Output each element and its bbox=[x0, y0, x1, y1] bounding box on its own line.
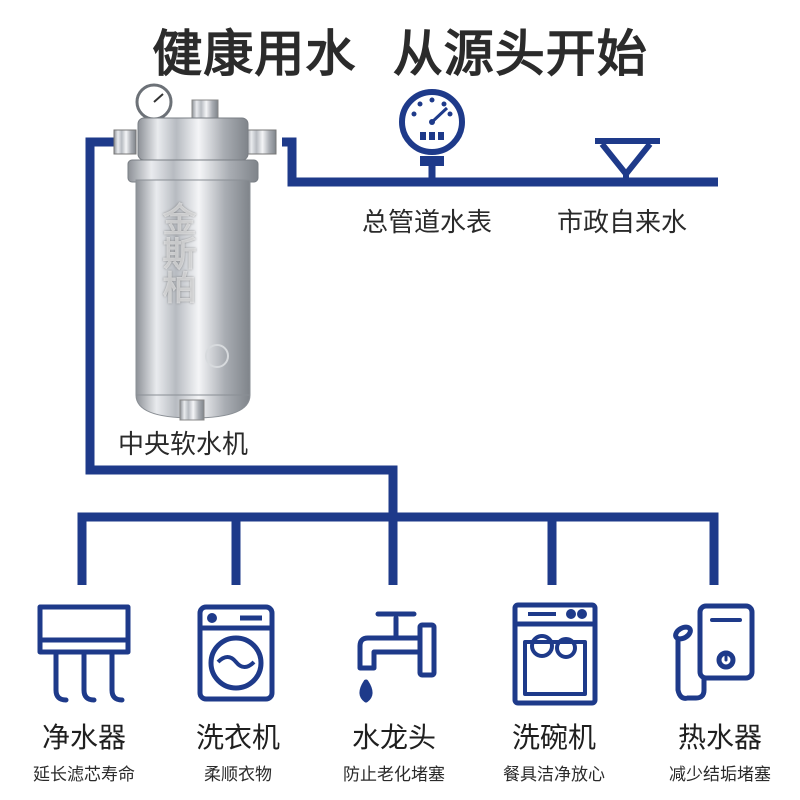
pipes bbox=[77, 137, 719, 585]
dishwasher-icon bbox=[512, 602, 598, 706]
appliance-name: 水龙头 bbox=[351, 721, 436, 754]
appliance-desc: 餐具洁净放心 bbox=[503, 765, 605, 785]
water-heater-icon bbox=[673, 603, 755, 701]
page-title: 健康用水 从源头开始 bbox=[152, 25, 648, 83]
municipal-water-icon bbox=[595, 138, 660, 182]
appliance-desc: 减少结垢堵塞 bbox=[669, 765, 771, 785]
central-softener-filter bbox=[113, 83, 277, 421]
water-meter-icon bbox=[399, 89, 465, 182]
appliance-name: 净水器 bbox=[41, 721, 126, 754]
water-purifier-icon bbox=[37, 604, 131, 703]
appliance-desc: 延长滤芯寿命 bbox=[33, 765, 135, 785]
filter-brand-text: 金斯柏 bbox=[156, 202, 196, 304]
appliance-desc: 防止老化堵塞 bbox=[343, 765, 445, 785]
appliance-name: 热水器 bbox=[677, 721, 762, 754]
meter-label: 总管道水表 bbox=[362, 208, 493, 238]
outlet-pipe bbox=[85, 137, 398, 585]
appliance-name: 洗碗机 bbox=[511, 721, 596, 754]
distribution-manifold bbox=[77, 512, 719, 585]
municipal-label: 市政自来水 bbox=[557, 208, 688, 238]
appliance-desc: 柔顺衣物 bbox=[204, 765, 272, 785]
main-inlet-pipe bbox=[282, 137, 718, 187]
softener-label: 中央软水机 bbox=[118, 430, 249, 460]
appliance-name: 洗衣机 bbox=[195, 721, 280, 754]
faucet-icon bbox=[357, 611, 437, 703]
washing-machine-icon bbox=[197, 604, 275, 702]
